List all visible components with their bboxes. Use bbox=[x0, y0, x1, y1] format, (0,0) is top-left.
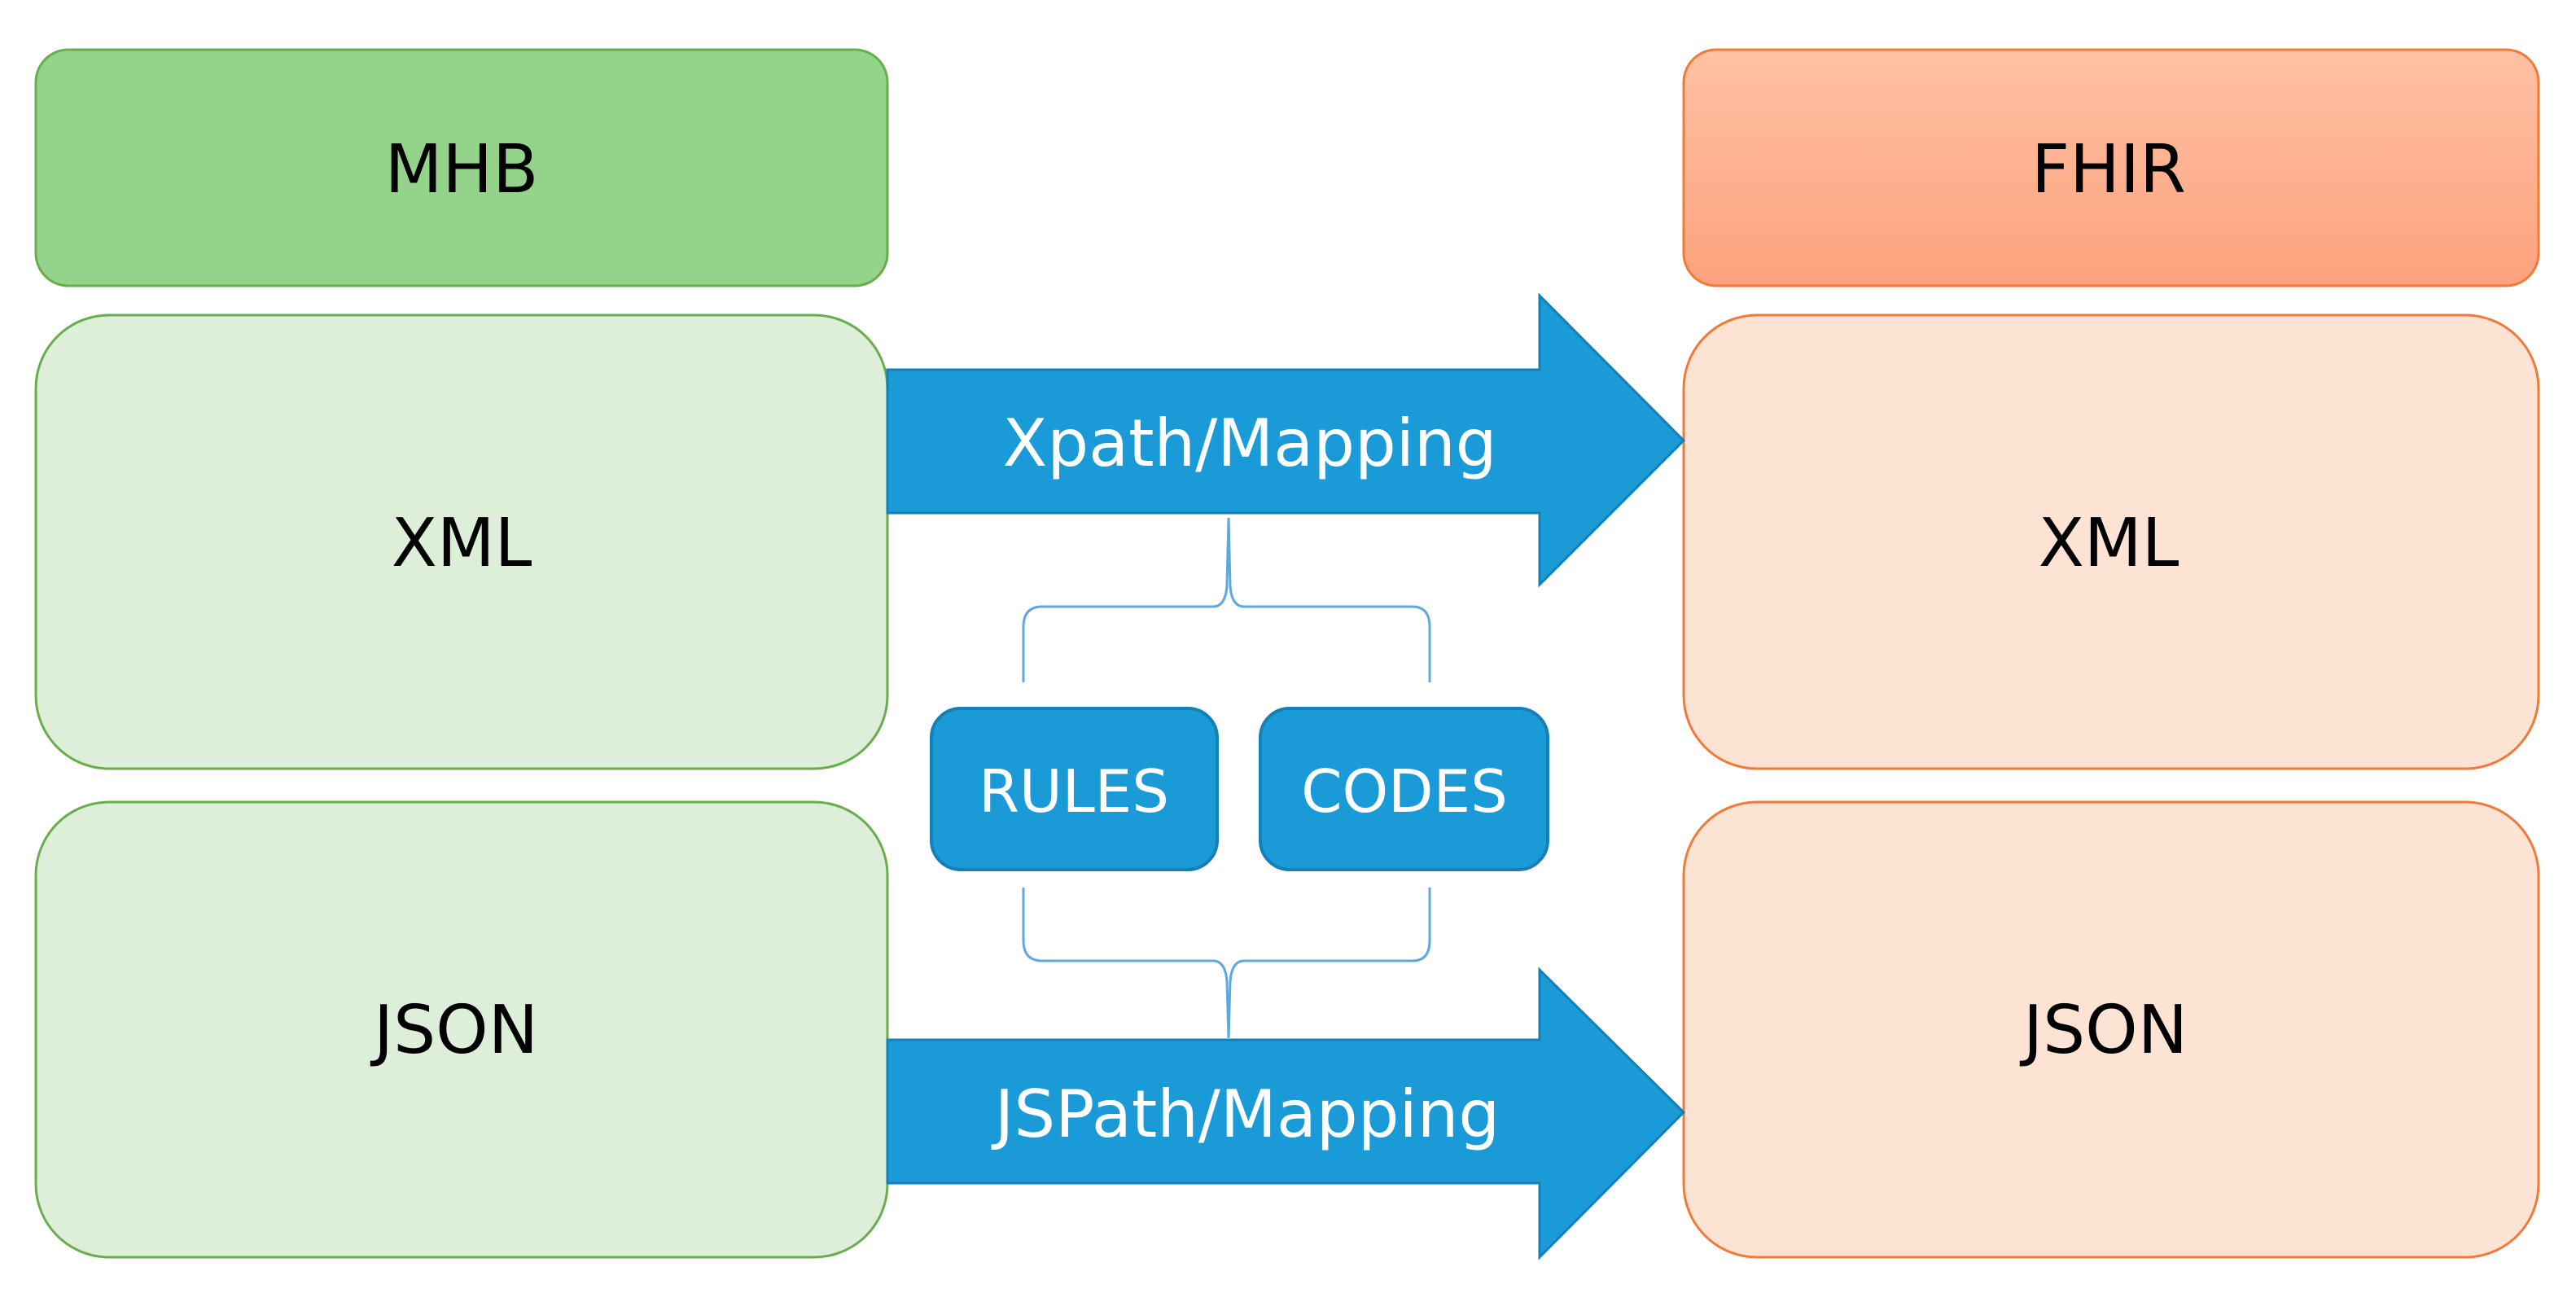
mhb-json-label: JSON bbox=[370, 992, 538, 1069]
xml-mapping-arrow: Xpath/Mapping bbox=[886, 292, 1686, 588]
bottom-brace bbox=[1022, 888, 1431, 1039]
xml-mapping-label: Xpath/Mapping bbox=[1003, 406, 1497, 481]
mhb-json-box: JSON bbox=[34, 800, 889, 1259]
top-brace bbox=[1022, 517, 1431, 682]
fhir-xml-box: XML bbox=[1682, 313, 2540, 770]
rules-box: RULES bbox=[930, 707, 1219, 871]
mhb-title: MHB bbox=[385, 131, 539, 208]
mhb-xml-box: XML bbox=[34, 313, 889, 770]
fhir-json-label: JSON bbox=[2019, 992, 2188, 1069]
fhir-title: FHIR bbox=[2031, 131, 2186, 208]
rules-label: RULES bbox=[979, 757, 1169, 826]
mhb-header: MHB bbox=[34, 48, 889, 287]
fhir-xml-label: XML bbox=[2039, 505, 2180, 582]
fhir-header: FHIR bbox=[1682, 48, 2540, 287]
codes-label: CODES bbox=[1301, 757, 1508, 826]
codes-box: CODES bbox=[1259, 707, 1549, 871]
fhir-json-box: JSON bbox=[1682, 800, 2540, 1259]
mhb-xml-label: XML bbox=[392, 505, 532, 582]
json-mapping-label: JSPath/Mapping bbox=[991, 1076, 1500, 1152]
json-mapping-arrow: JSPath/Mapping bbox=[886, 967, 1686, 1260]
